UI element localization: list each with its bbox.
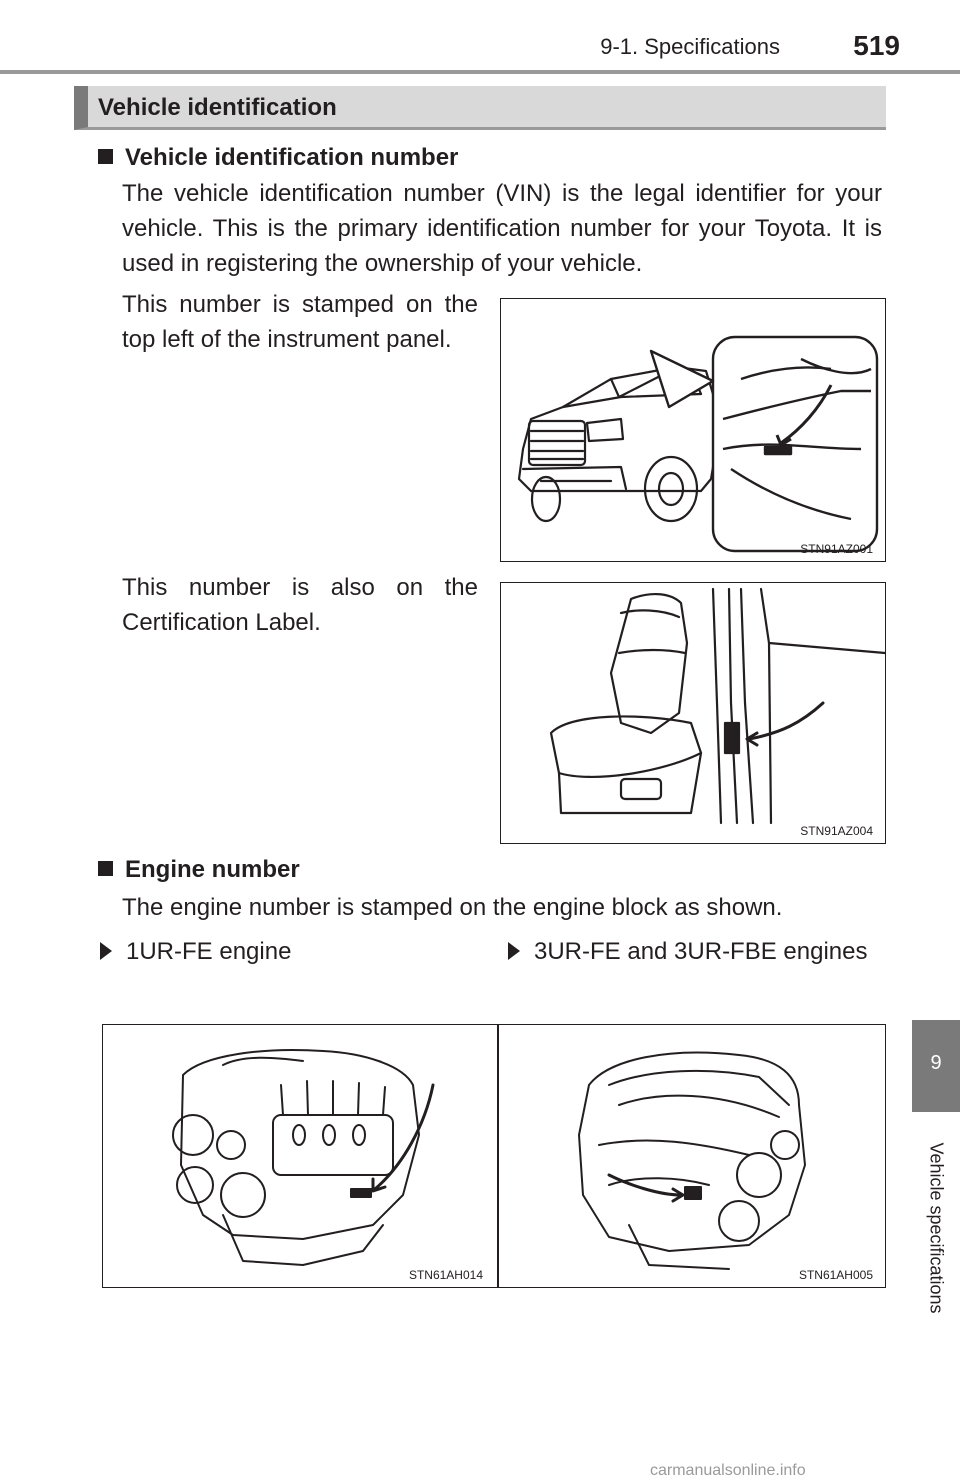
figure-engine-1ur-fe: STN61AH014 [102,1024,498,1288]
engine-heading: Engine number [98,856,300,884]
triangle-bullet-icon [100,942,112,960]
engine-col1-text: 1UR-FE engine [126,938,292,965]
vin-intro: The vehicle identification number (VIN) … [122,180,882,277]
vin-location-text: This number is stamped on the top left o… [122,291,478,353]
square-bullet-icon [98,149,113,164]
figure1-code: STN91AZ001 [800,542,873,556]
engine-col2-text: 3UR-FE and 3UR-FBE engines [534,938,868,965]
section-title-bar [74,86,886,130]
page-number: 519 [853,30,900,61]
vin-label-text: This number is also on the Certification… [122,574,478,636]
chapter-tab-number: 9 [930,1052,942,1074]
watermark-text: carmanualsonline.info [650,1462,806,1479]
square-bullet-icon [98,861,113,876]
figure-engine-3ur-fe: STN61AH005 [498,1024,886,1288]
chapter-tab-label: Vehicle specifications [926,1142,947,1314]
triangle-bullet-icon [508,942,520,960]
figure4-code: STN61AH005 [799,1268,873,1282]
header-rule [0,70,960,74]
section-title: Vehicle identification [98,94,337,121]
engine-col1-label: 1UR-FE engine [100,934,480,969]
vin-heading: Vehicle identification number [98,144,458,172]
engine-1ur-illustration: STN61AH014 [172,1049,483,1282]
vin-heading-text: Vehicle identification number [125,144,459,171]
figure3-code: STN61AH014 [409,1268,483,1282]
engine-3ur-illustration: STN61AH005 [578,1051,873,1282]
figure-seat-certification-label: STN91AZ004 [500,582,887,844]
header-section-title: 9-1. Specifications [600,34,780,59]
chapter-tab [912,1020,960,1112]
engine-col2-label: 3UR-FE and 3UR-FBE engines [508,934,886,969]
engine-intro: The engine number is stamped on the engi… [122,894,783,921]
truck-illustration: STN91AZ001 [517,335,879,556]
engine-heading-text: Engine number [125,856,300,883]
figure2-code: STN91AZ004 [800,824,873,838]
seat-illustration: STN91AZ004 [549,587,887,838]
figure-truck-vin-location: STN91AZ001 [500,298,886,562]
